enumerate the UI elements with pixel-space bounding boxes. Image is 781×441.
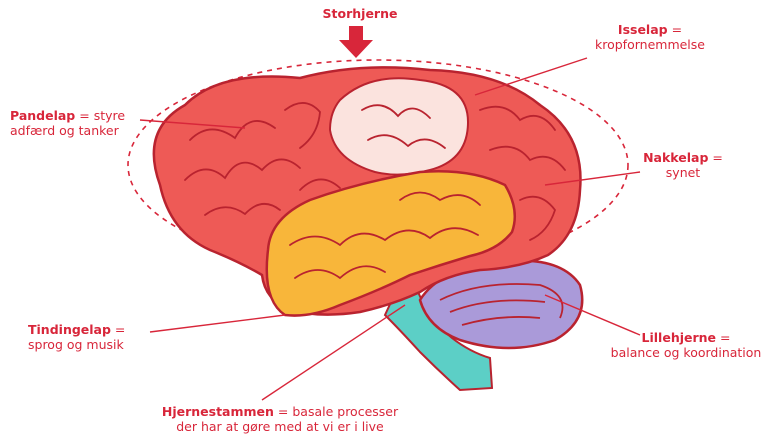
label-tindingelap: Tindingelap = sprog og musik	[28, 322, 188, 352]
cerebrum-title: Storhjerne	[300, 6, 420, 21]
label-lillehjerne-name: Lillehjerne	[642, 330, 717, 345]
label-nakkelap: Nakkelap = synet	[618, 150, 748, 180]
label-tindingelap-name: Tindingelap	[28, 322, 111, 337]
label-isselap: Isselap = kropfornemmelse	[575, 22, 725, 52]
label-pandelap-name: Pandelap	[10, 108, 75, 123]
parietal-lobe	[330, 78, 468, 174]
label-lillehjerne: Lillehjerne = balance og koordination	[596, 330, 776, 360]
label-nakkelap-name: Nakkelap	[643, 150, 708, 165]
label-hjernestammen: Hjernestammen = basale processer der har…	[140, 404, 420, 434]
label-hjernestammen-name: Hjernestammen	[162, 404, 274, 419]
down-arrow-icon	[339, 26, 373, 58]
label-pandelap: Pandelap = styre adfærd og tanker	[10, 108, 180, 138]
label-isselap-name: Isselap	[618, 22, 668, 37]
